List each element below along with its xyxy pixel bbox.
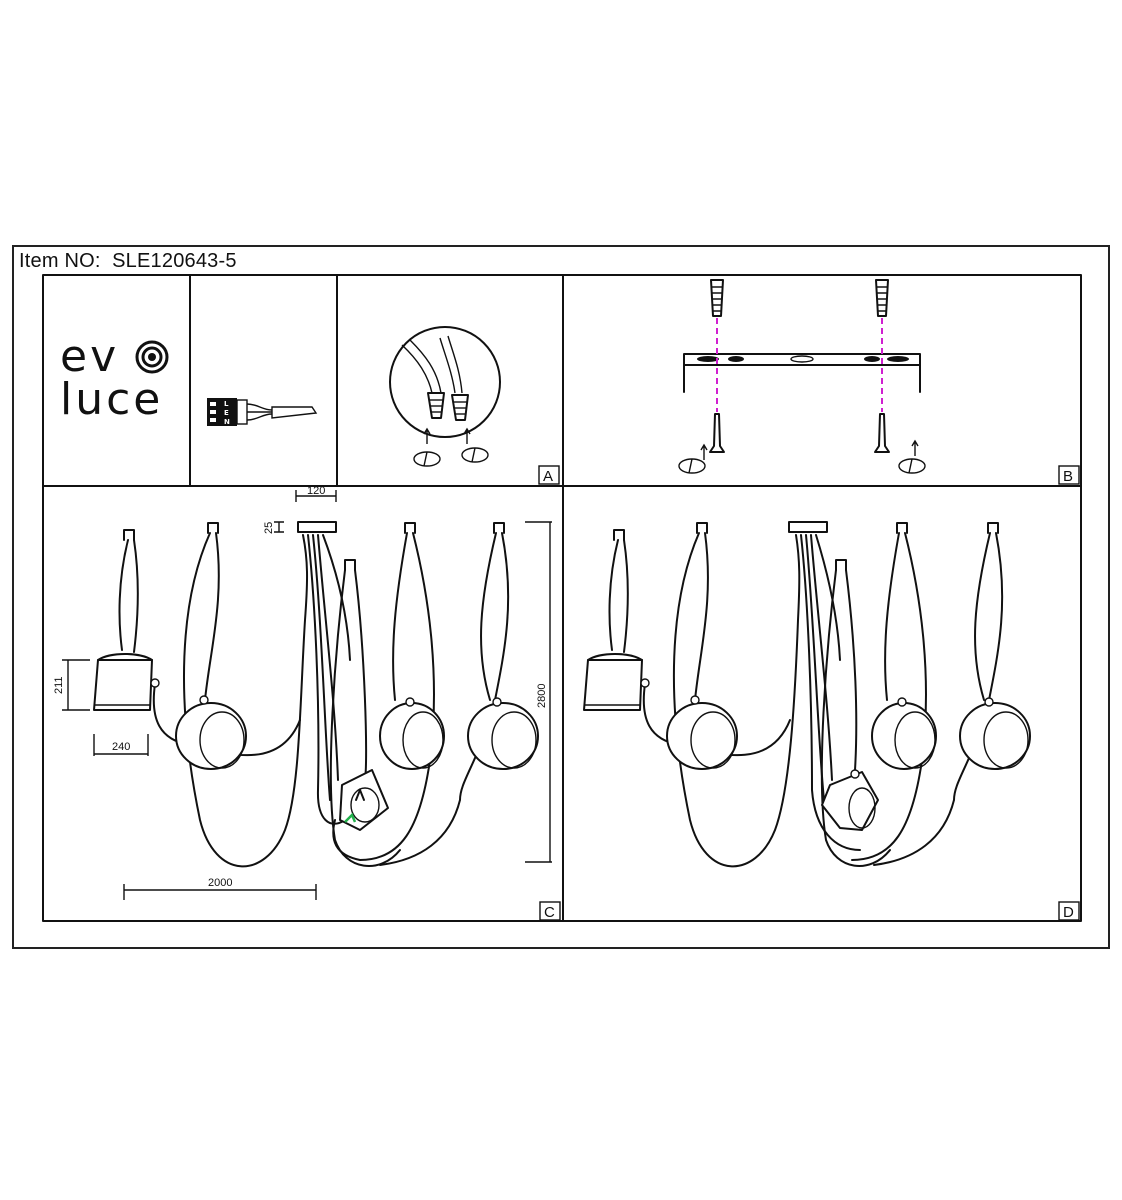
item-number-value: SLE120643-5: [112, 250, 237, 272]
svg-text:25: 25: [263, 522, 275, 534]
cable-loop: [820, 569, 891, 867]
cable-loop: [329, 569, 401, 867]
panel-letter-d: D: [1063, 904, 1074, 921]
logo-text-luce: luce: [60, 374, 163, 425]
adjust-arrow-icon: [344, 812, 357, 823]
dimension-shade-width: 240: [93, 734, 149, 756]
dimension-shade-height: 211: [53, 659, 90, 711]
terminal-block-icon: L E N: [207, 398, 318, 426]
shade-pendant: [467, 697, 539, 770]
shade-pendant: [666, 695, 738, 770]
screw-icon: [709, 413, 725, 453]
panel-letter-a: A: [543, 468, 553, 485]
ceiling-hook: [613, 522, 999, 571]
cable-bundle: [307, 534, 351, 825]
cable-loop: [183, 532, 309, 868]
bracket-slot: [728, 356, 744, 362]
dimension-canopy-height: 25: [263, 521, 284, 534]
wall-anchor-icon: [875, 279, 889, 317]
rotate-arrow-icon: [898, 439, 926, 474]
canopy: [788, 521, 828, 533]
svg-text:2000: 2000: [208, 877, 232, 889]
dimension-cable-span: 2000: [123, 877, 317, 900]
rotate-arrow-icon: [413, 427, 441, 467]
panel-letter-c: C: [544, 904, 555, 921]
cable-loop: [118, 539, 139, 653]
svg-text:240: 240: [112, 741, 130, 753]
wire-nut-left: [427, 392, 445, 419]
bracket-slot: [697, 356, 719, 362]
bracket-bar: [683, 353, 921, 393]
shade-pendant: [821, 769, 879, 831]
panel-letter-box-c: [539, 901, 561, 921]
svg-text:211: 211: [53, 676, 65, 694]
terminal-label-n: N: [224, 418, 230, 426]
shade-pendant: [93, 653, 160, 711]
dimension-total-height: 2800: [525, 521, 552, 863]
instruction-sheet-frame: [12, 245, 1110, 949]
item-number-label: Item NO:: [19, 250, 101, 272]
screw-icon: [874, 413, 890, 453]
bracket-slot: [887, 356, 909, 362]
logo-target-icon: [135, 340, 169, 374]
shade-pendant: [871, 697, 937, 770]
svg-text:120: 120: [307, 485, 325, 497]
chandelier-assembled: [583, 521, 1031, 868]
canopy: [297, 521, 337, 533]
terminal-label-e: E: [224, 409, 229, 417]
chandelier-dimensioned: 120 25 211 240 2800 2000: [53, 485, 552, 900]
bracket-slot: [864, 356, 880, 362]
dimension-canopy-width: 120: [295, 485, 337, 502]
cable-loop: [672, 532, 801, 868]
ceiling-hook: [123, 522, 505, 571]
cable-loop: [332, 532, 435, 861]
rotate-arrow-icon: [461, 427, 489, 463]
logo-text-ev: ev: [60, 331, 119, 382]
wire-nut-right: [451, 394, 469, 421]
cable-bundle: [800, 534, 861, 851]
shade-pendant: [379, 697, 445, 770]
wall-anchor-icon: [710, 279, 724, 317]
shade-pendant: [959, 697, 1031, 770]
bracket-center-hole: [790, 355, 814, 363]
wire-nut-detail: [389, 326, 501, 467]
item-number: Item NO: SLE120643-5: [19, 249, 237, 273]
shade-pendant: [175, 695, 247, 770]
cable-loop: [608, 539, 629, 653]
svg-text:2800: 2800: [536, 684, 548, 708]
panel-letter-box-d: [1058, 901, 1080, 921]
detail-magnifier-circle: [389, 326, 501, 438]
shade-pendant: [583, 653, 650, 711]
panel-letter-box-a: [538, 465, 560, 485]
cable-sleeve: [271, 406, 318, 419]
evoluce-logo: ev luce: [60, 331, 169, 425]
shade-pendant-adjusting: [339, 769, 389, 831]
rotate-arrow-icon: [678, 443, 708, 474]
panel-letter-box-b: [1058, 465, 1080, 485]
terminal-label-l: L: [224, 400, 229, 408]
cable-loop: [873, 532, 1004, 866]
mounting-bracket-panel: [678, 279, 926, 474]
panel-letter-b: B: [1063, 468, 1073, 485]
